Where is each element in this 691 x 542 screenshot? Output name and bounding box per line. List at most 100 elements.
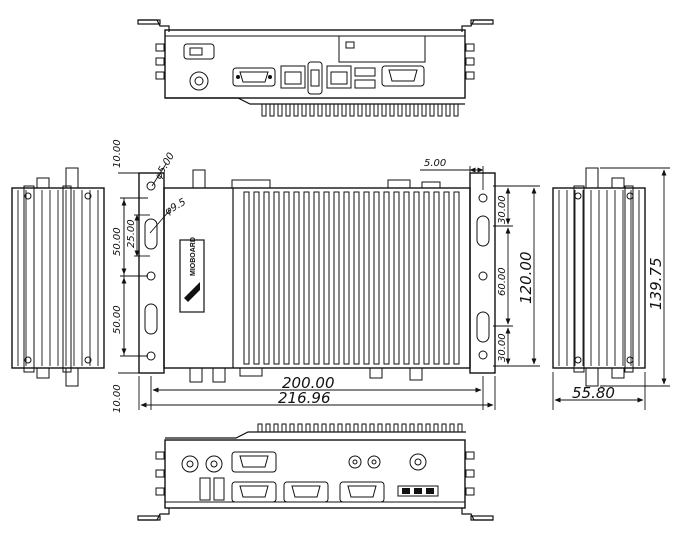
heatsink-fin [393,423,399,433]
heatsink-fin [301,103,307,117]
dim-slot-width: 25.00 [126,219,137,248]
heatsink-fin [303,191,310,365]
dim-depth: 55.80 [572,384,615,402]
heatsink-fin [373,103,379,117]
heatsink-fin [417,423,423,433]
heatsink-fin [297,423,303,433]
heatsink-fin [357,103,363,117]
heatsink-fin [305,423,311,433]
usb-port-icon [354,67,376,89]
heatsink-fin [405,103,411,117]
heatsink-fin [285,103,291,117]
heatsink-fin [261,103,267,117]
heatsink-fin [409,423,415,433]
dim-edge-offset-bottom: 10.00 [112,384,123,413]
dim-spacing-right-middle: 60.00 [497,267,508,296]
heatsink-fin [243,191,250,365]
heatsink-fin [373,191,380,365]
heatsink-fin [403,191,410,365]
dimension-labels: 10.00 10.00 φ5.00 φ9.5 25.00 50.00 50.00… [112,139,665,413]
serial-port-icon [231,451,385,503]
heatsink-fin [273,423,279,433]
dim-height: 139.75 [647,258,665,311]
heatsink-fin [253,191,260,365]
heatsink-fin [269,103,275,117]
heatsink-fin [397,103,403,117]
heatsink-fin [449,423,455,433]
heatsink-fin [309,103,315,117]
heatsink-fin [257,423,263,433]
heatsink-fin [313,423,319,433]
heatsink-fin [453,103,459,117]
right-side-view [552,167,646,387]
lan-port-icon [280,65,352,89]
heatsink-fin [445,103,451,117]
dim-length-mount: 200.00 [282,374,335,392]
dim-edge-offset-top: 10.00 [112,139,123,168]
left-side-view [11,167,105,387]
heatsink-fin [433,191,440,365]
heatsink-fin [265,423,271,433]
heatsink-fin [349,103,355,117]
heatsink-fin [329,423,335,433]
heatsink-fin [277,103,283,117]
heatsink-fin [341,103,347,117]
brand-mark: MIOBOARD [190,237,197,276]
heatsink-fin [323,191,330,365]
serial-port-icon [381,65,425,87]
dim-spacing-right-bottom: 30.00 [497,333,508,362]
heatsink-fin [369,423,375,433]
heatsink-fin [363,191,370,365]
heatsink-fin [457,423,463,433]
heatsink-fin [385,423,391,433]
heatsink-fin [353,423,359,433]
heatsink-fin [263,191,270,365]
heatsink-fin [321,423,327,433]
heatsink-fin [293,103,299,117]
heatsink-fin [443,191,450,365]
dim-width-inner: 120.00 [517,252,535,305]
heatsink-fin [429,103,435,117]
heatsink-fin [365,103,371,117]
heatsink-fin [313,191,320,365]
heatsink-fin [437,103,443,117]
heatsink-fin [381,103,387,117]
heatsink-fin [293,191,300,365]
heatsink-fin [361,423,367,433]
heatsink-fin [289,423,295,433]
heatsink-fin [433,423,439,433]
heatsink-fin [453,191,460,365]
heatsink-fin [383,191,390,365]
heatsink-fin [273,191,280,365]
heatsink-fin [413,103,419,117]
heatsink-fin [281,423,287,433]
heatsink-fin [353,191,360,365]
heatsink-fin [393,191,400,365]
heatsink-fin [425,423,431,433]
dim-spacing-left-lower: 50.00 [112,305,123,334]
heatsink-fin [423,191,430,365]
dimension-lines [118,163,670,410]
heatsink-fin [401,423,407,433]
heatsink-fin [441,423,447,433]
heatsink-fin [337,423,343,433]
dim-slot-diameter: φ9.5 [163,197,188,218]
dim-hole-diameter: φ5.00 [153,151,177,182]
heatsink-fin [317,103,323,117]
heatsink-fin [421,103,427,117]
heatsink-fin [345,423,351,433]
vga-port-icon [232,67,276,87]
heatsink-fin [325,103,331,117]
rear-view [137,19,494,117]
heatsink-fin [413,191,420,365]
heatsink-fin [333,191,340,365]
heatsink-fin [343,191,350,365]
heatsink-fin [283,191,290,365]
dim-right-offset: 5.00 [424,158,446,169]
heatsink-fin [377,423,383,433]
heatsink-fin [389,103,395,117]
brand-logo: MIOBOARD [179,237,205,313]
dim-spacing-left-upper: 50.00 [112,227,123,256]
dim-length-overall: 216.96 [278,389,331,407]
